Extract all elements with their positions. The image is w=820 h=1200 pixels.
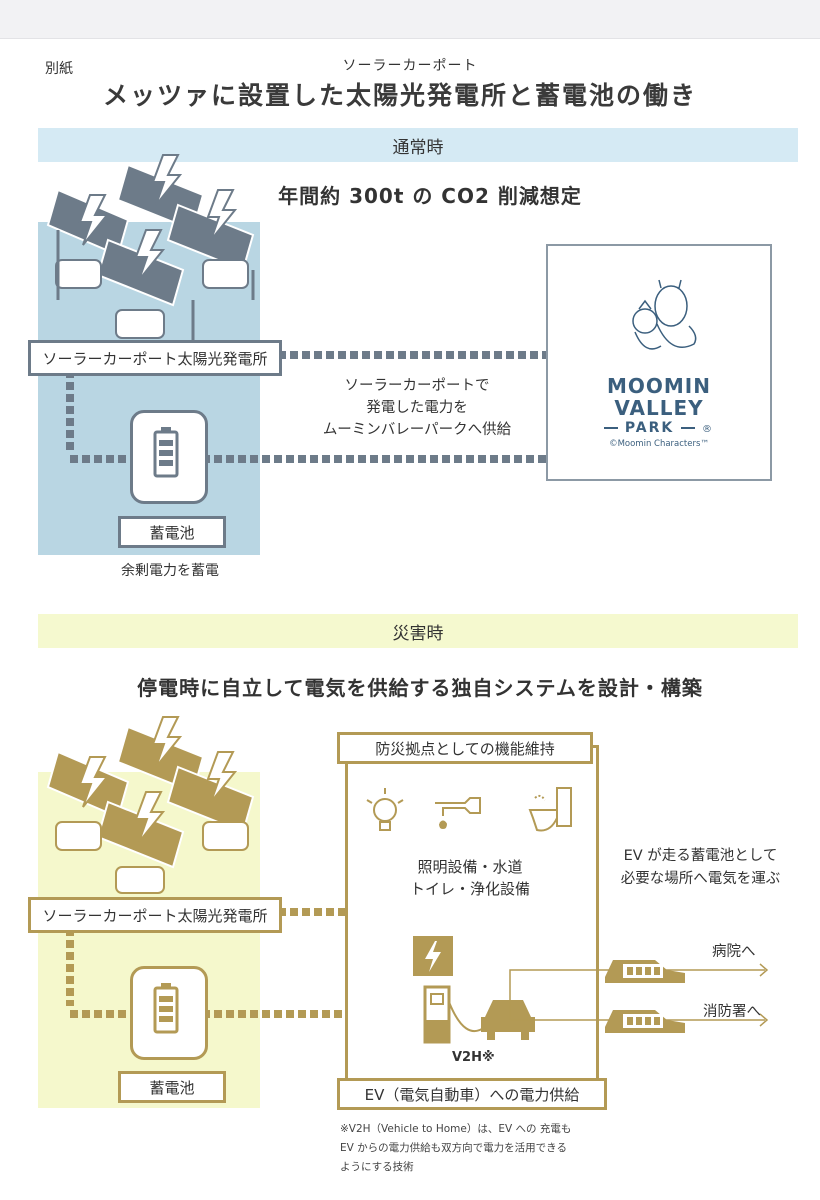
ev-line-1: EV が走る蓄電池として xyxy=(623,848,778,864)
supply-line-3: ムーミンバレーパークへ供給 xyxy=(322,422,512,438)
disaster-connector-carport-to-box xyxy=(278,908,346,916)
charger-icon xyxy=(413,936,486,1044)
carport-cars xyxy=(55,259,249,339)
destination-hospital: 病院へ xyxy=(712,944,756,960)
normal-battery-label-text: 蓄電池 xyxy=(149,523,195,542)
normal-connector-left-to-battery xyxy=(70,455,130,463)
disaster-battery-label: 蓄電池 xyxy=(118,1071,226,1103)
car-icon xyxy=(481,1000,535,1040)
carport-cars-disaster xyxy=(55,821,249,894)
section-header-disaster: 災害時 xyxy=(38,614,798,648)
logo-registered: ® xyxy=(702,424,715,435)
lightning-icon xyxy=(78,154,238,281)
footnote-line-1: ※V2H（Vehicle to Home）は、EV への 充電も xyxy=(340,1123,572,1135)
supply-description: ソーラーカーポートで 発電した電力を ムーミンバレーパークへ供給 xyxy=(292,375,542,441)
annex-label: 別紙 xyxy=(45,61,73,77)
normal-connector-carport-to-park xyxy=(278,351,546,359)
disaster-carport-label-text: ソーラーカーポート太陽光発電所 xyxy=(42,906,268,925)
destination-fire-station: 消防署へ xyxy=(703,1004,761,1020)
disaster-connector-battery-to-box xyxy=(202,1010,346,1018)
battery-icon xyxy=(153,983,179,1034)
facilities-line-2: トイレ・浄化設備 xyxy=(409,880,530,898)
ev-routes xyxy=(509,960,769,1033)
ev-description: EV が走る蓄電池として 必要な場所へ電気を運ぶ xyxy=(608,845,793,891)
disaster-connector-left-to-battery xyxy=(70,1010,130,1018)
supply-line-2: 発電した電力を xyxy=(366,400,468,416)
facility-box-bottom-label-text: EV（電気自動車）への電力供給 xyxy=(364,1085,580,1104)
logo-park-text: PARK xyxy=(624,420,675,436)
page-title: メッツァに設置した太陽光発電所と蓄電池の働き xyxy=(102,81,697,110)
normal-connector-carport-to-battery xyxy=(66,370,74,450)
lightning-icon xyxy=(78,716,238,843)
surplus-caption: 余剰電力を蓄電 xyxy=(121,563,219,579)
subtitle: ソーラーカーポート xyxy=(342,58,478,74)
solar-carport-illustration xyxy=(46,154,255,340)
normal-carport-label-text: ソーラーカーポート太陽光発電所 xyxy=(42,349,268,368)
facility-box-bottom-label: EV（電気自動車）への電力供給 xyxy=(337,1078,607,1110)
logo-credit: ©Moomin Characters™ xyxy=(609,439,709,449)
light-bulb-icon xyxy=(366,788,404,831)
solar-carport-illustration-disaster xyxy=(46,716,255,894)
normal-carport-label: ソーラーカーポート太陽光発電所 xyxy=(28,340,282,376)
v2h-label: V2H※ xyxy=(452,1050,495,1065)
facilities-caption: 照明設備・水道 トイレ・浄化設備 xyxy=(355,856,585,900)
footnote-line-3: ようにする技術 xyxy=(340,1161,414,1173)
moomin-valley-park-logo-box: MOOMIN VALLEY PARK ® ©Moomin Characters™ xyxy=(546,244,772,481)
supply-line-1: ソーラーカーポートで xyxy=(344,378,490,394)
logo-line-moomin: MOOMIN xyxy=(607,374,711,398)
facility-icons xyxy=(366,787,572,832)
footnote-line-2: EV からの電力供給も双方向で電力を活用できる xyxy=(340,1142,567,1154)
section-header-normal-text: 通常時 xyxy=(392,137,444,158)
water-faucet-icon xyxy=(435,797,481,830)
disaster-battery-label-text: 蓄電池 xyxy=(149,1078,195,1097)
section-header-disaster-text: 災害時 xyxy=(392,623,444,644)
normal-battery xyxy=(130,410,208,504)
moomin-characters-icon xyxy=(632,279,697,350)
toilet-icon xyxy=(528,787,572,832)
battery-icon xyxy=(153,427,179,478)
disaster-heading: 停電時に自立して電気を供給する独自システムを設計・構築 xyxy=(137,676,703,700)
disaster-carport-label: ソーラーカーポート太陽光発電所 xyxy=(28,897,282,933)
ev-car-hospital xyxy=(605,960,685,983)
disaster-facility-box xyxy=(345,745,599,1096)
facility-box-top-label-text: 防災拠点としての機能維持 xyxy=(375,739,555,758)
facility-box-top-label: 防災拠点としての機能維持 xyxy=(337,732,593,764)
normal-heading: 年間約 300t の CO2 削減想定 xyxy=(278,184,582,208)
normal-battery-label: 蓄電池 xyxy=(118,516,226,548)
normal-connector-battery-to-park xyxy=(202,455,546,463)
logo-line-park: PARK ® xyxy=(548,420,770,436)
disaster-connector-carport-to-battery xyxy=(66,928,74,1006)
ev-line-2: 必要な場所へ電気を運ぶ xyxy=(620,871,781,887)
logo-line-valley: VALLEY xyxy=(614,396,704,420)
v2h-charger-illustration xyxy=(413,936,535,1044)
browser-top-bar xyxy=(0,0,820,39)
disaster-battery xyxy=(130,966,208,1060)
facilities-line-1: 照明設備・水道 xyxy=(417,858,523,876)
ev-car-fire xyxy=(605,1010,685,1033)
v2h-footnote: ※V2H（Vehicle to Home）は、EV への 充電も EV からの電… xyxy=(340,1120,630,1177)
